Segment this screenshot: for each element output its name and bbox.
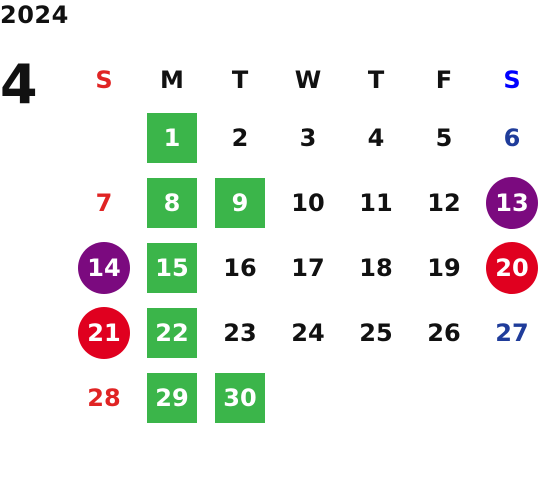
day-cell-17[interactable]: 17 — [274, 235, 342, 300]
week-row-1: 1 2 3 4 5 6 — [70, 105, 546, 170]
day-number: 9 — [231, 188, 249, 217]
day-number: 15 — [155, 253, 189, 282]
day-cell-20[interactable]: 20 — [478, 235, 546, 300]
day-number: 2 — [231, 123, 249, 152]
day-cell-10[interactable]: 10 — [274, 170, 342, 235]
day-cell-16[interactable]: 16 — [206, 235, 274, 300]
day-cell-12[interactable]: 12 — [410, 170, 478, 235]
day-cell-4[interactable]: 4 — [342, 105, 410, 170]
day-number: 6 — [503, 123, 521, 152]
day-cell-19[interactable]: 19 — [410, 235, 478, 300]
day-cell-empty — [410, 365, 478, 430]
day-cell-22[interactable]: 22 — [138, 300, 206, 365]
day-cell-5[interactable]: 5 — [410, 105, 478, 170]
week-row-4: 21 22 23 24 25 26 27 — [70, 300, 546, 365]
weekday-sunday: S — [95, 66, 113, 94]
day-cell-29[interactable]: 29 — [138, 365, 206, 430]
day-cell-6[interactable]: 6 — [478, 105, 546, 170]
day-cell-27[interactable]: 27 — [478, 300, 546, 365]
calendar-grid: S M T W T F S 1 2 3 4 5 6 7 8 9 10 11 12… — [70, 55, 546, 430]
day-number: 12 — [427, 188, 461, 217]
day-cell-7[interactable]: 7 — [70, 170, 138, 235]
day-number: 25 — [359, 318, 393, 347]
day-cell-14[interactable]: 14 — [70, 235, 138, 300]
day-number: 28 — [87, 383, 121, 412]
week-row-5: 28 29 30 — [70, 365, 546, 430]
day-cell-empty — [342, 365, 410, 430]
day-number: 29 — [155, 383, 189, 412]
day-cell-24[interactable]: 24 — [274, 300, 342, 365]
day-number: 23 — [223, 318, 257, 347]
day-cell-empty — [478, 365, 546, 430]
day-cell-empty — [70, 105, 138, 170]
day-cell-28[interactable]: 28 — [70, 365, 138, 430]
day-number: 18 — [359, 253, 393, 282]
day-number: 21 — [87, 318, 121, 347]
day-cell-2[interactable]: 2 — [206, 105, 274, 170]
day-number: 11 — [359, 188, 393, 217]
day-cell-empty — [274, 365, 342, 430]
day-cell-1[interactable]: 1 — [138, 105, 206, 170]
day-cell-30[interactable]: 30 — [206, 365, 274, 430]
day-cell-13[interactable]: 13 — [478, 170, 546, 235]
month-number: 4 — [0, 53, 38, 116]
weekday-thursday: T — [367, 66, 385, 94]
day-number: 8 — [163, 188, 181, 217]
day-cell-25[interactable]: 25 — [342, 300, 410, 365]
day-cell-9[interactable]: 9 — [206, 170, 274, 235]
weekday-wednesday: W — [294, 66, 322, 94]
day-number: 16 — [223, 253, 257, 282]
day-cell-26[interactable]: 26 — [410, 300, 478, 365]
day-cell-3[interactable]: 3 — [274, 105, 342, 170]
weekday-header-row: S M T W T F S — [70, 55, 546, 105]
day-number: 24 — [291, 318, 325, 347]
day-number: 26 — [427, 318, 461, 347]
weekday-tuesday: T — [231, 66, 249, 94]
day-number: 20 — [495, 253, 529, 282]
day-number: 17 — [291, 253, 325, 282]
weekday-monday: M — [160, 66, 184, 94]
year-label: 2024 — [0, 1, 69, 29]
day-number: 19 — [427, 253, 461, 282]
weekday-friday: F — [435, 66, 453, 94]
day-number: 22 — [155, 318, 189, 347]
week-row-3: 14 15 16 17 18 19 20 — [70, 235, 546, 300]
day-number: 27 — [495, 318, 529, 347]
day-cell-23[interactable]: 23 — [206, 300, 274, 365]
day-number: 30 — [223, 383, 257, 412]
day-cell-18[interactable]: 18 — [342, 235, 410, 300]
day-cell-11[interactable]: 11 — [342, 170, 410, 235]
day-number: 7 — [95, 188, 113, 217]
day-number: 1 — [163, 123, 181, 152]
week-row-2: 7 8 9 10 11 12 13 — [70, 170, 546, 235]
day-cell-21[interactable]: 21 — [70, 300, 138, 365]
day-number: 14 — [87, 253, 121, 282]
day-number: 10 — [291, 188, 325, 217]
day-number: 5 — [435, 123, 453, 152]
day-number: 4 — [367, 123, 385, 152]
day-number: 13 — [495, 188, 529, 217]
day-number: 3 — [299, 123, 317, 152]
day-cell-8[interactable]: 8 — [138, 170, 206, 235]
weekday-saturday: S — [503, 66, 521, 94]
day-cell-15[interactable]: 15 — [138, 235, 206, 300]
